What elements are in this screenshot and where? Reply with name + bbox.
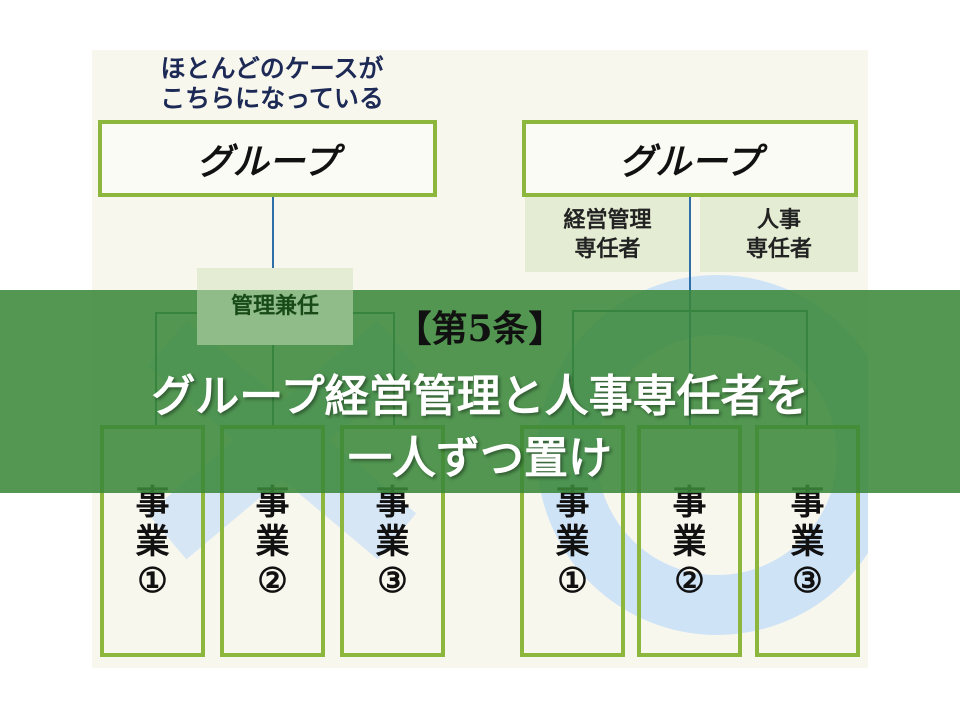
biz-num: ③ [377,561,408,602]
biz-char: 業 [375,522,410,563]
title-line-1: グループ経営管理と人事専任者を [151,371,809,422]
concurrent-role-box: 管理兼任 [197,268,353,345]
biz-char: 業 [555,522,590,563]
caption-line: ほとんどのケースが [160,54,384,83]
hr-line: 専任者 [745,235,812,262]
biz-char: 業 [255,522,290,563]
biz-char: 業 [672,522,707,563]
article-number: 【第5条】 [395,308,565,350]
left-caption: ほとんどのケースが こちらになっている [142,54,402,114]
group-label: グループ [196,140,339,183]
hr-line: 人事 [756,206,801,233]
mgmt-line: 専任者 [574,235,641,262]
biz-num: ① [557,561,588,602]
connector-line [272,197,274,269]
biz-num: ② [674,561,705,602]
biz-num: ③ [792,561,823,602]
biz-char: 業 [790,522,825,563]
caption-line: こちらになっている [160,84,384,113]
group-label: グループ [619,140,761,183]
right-group-box: グループ [522,120,858,197]
concurrent-label: 管理兼任 [230,293,319,320]
title-banner: 【第5条】 グループ経営管理と人事専任者を 一人ずつ置け [0,290,960,493]
mgmt-line: 経営管理 [563,206,652,233]
left-group-box: グループ [98,120,437,197]
title-line-2: 一人ずつ置け [348,433,612,484]
biz-num: ① [137,561,168,602]
biz-num: ② [257,561,288,602]
mgmt-officer-box: 経営管理専任者 [525,197,690,272]
biz-char: 業 [135,522,170,563]
hr-officer-box: 人事専任者 [700,197,858,272]
